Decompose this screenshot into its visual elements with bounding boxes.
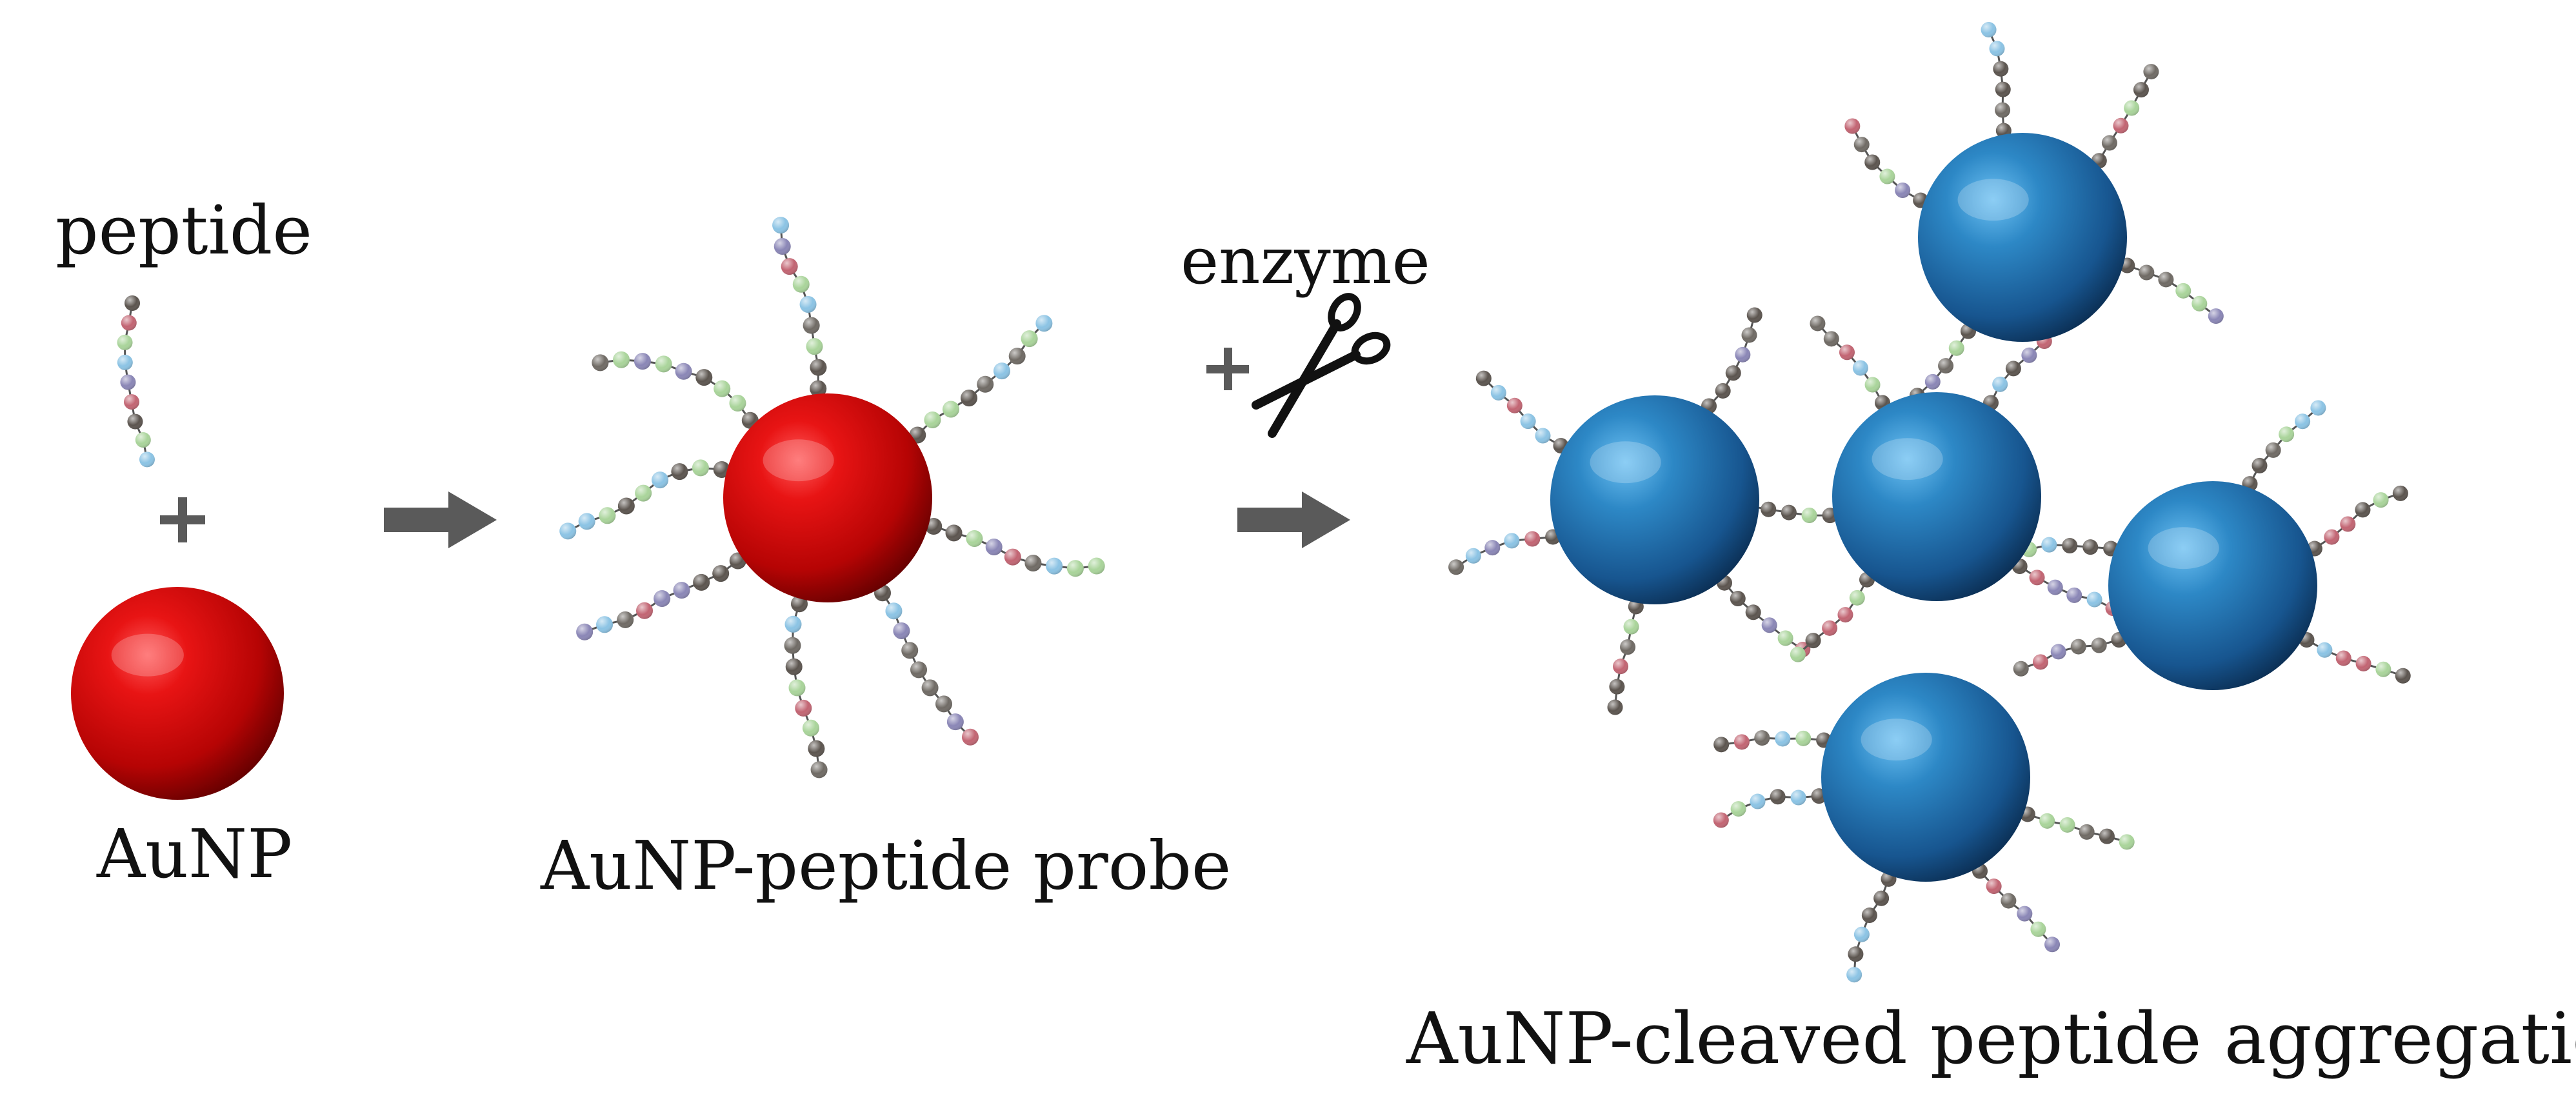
right-arrow-icon [1237, 491, 1350, 548]
peptide-chain [784, 595, 828, 779]
peptide-chain [1701, 307, 1762, 414]
peptide-chain [2306, 485, 2408, 557]
peptide-chain [1790, 571, 1875, 662]
gold-nanoparticle-probe [723, 393, 932, 602]
aggregated-nanoparticle [1918, 133, 2127, 342]
right-arrow-icon [384, 491, 497, 548]
peptide-chain [2013, 632, 2127, 677]
gold-nanoparticle [71, 587, 284, 800]
plus-icon [1206, 348, 1249, 390]
peptide-chain [1448, 529, 1561, 575]
peptide-chain [1716, 575, 1811, 658]
peptide-chain [2119, 257, 2224, 324]
peptide-chain [576, 552, 746, 640]
peptide-chain [772, 217, 827, 397]
peptide-chain [1475, 370, 1569, 453]
symbols [160, 293, 1391, 548]
peptide-chain [909, 315, 1053, 444]
scissors-icon [1252, 293, 1391, 438]
aggregated-nanoparticle [1821, 673, 2030, 882]
peptide-chain [559, 459, 730, 540]
peptide-chain [1810, 315, 1890, 411]
aggregated-nanoparticle [2108, 481, 2317, 690]
aunp-label: AuNP [97, 815, 293, 893]
peptide-chain [2001, 537, 2119, 561]
probe-label: AuNP-peptide probe [541, 826, 1232, 905]
aggregated-nanoparticle [1550, 395, 1759, 604]
peptide-chain [874, 584, 979, 746]
peptide-chain [1981, 22, 2012, 139]
nanoparticles [71, 133, 2317, 882]
peptide-chain [1844, 118, 1929, 208]
peptide-chain [1972, 863, 2061, 953]
aggregated-nanoparticle [1832, 392, 2041, 601]
enzyme-label: enzyme [1181, 223, 1430, 299]
peptide-chains [117, 22, 2411, 983]
peptide-chain [1846, 871, 1897, 983]
peptide-chain [1713, 730, 1832, 753]
peptide-chain [1607, 599, 1644, 715]
peptide-chain [1713, 788, 1827, 828]
peptide-chain [2019, 806, 2135, 850]
peptide-chain [592, 351, 759, 429]
peptide-chain [2091, 64, 2159, 169]
plus-icon [160, 497, 205, 542]
peptide-chain [2299, 632, 2411, 684]
peptide-chain [2242, 400, 2326, 492]
peptide-label: peptide [55, 191, 312, 270]
peptide-chain [925, 517, 1105, 577]
peptide-chain [2012, 558, 2121, 617]
peptide-chain [117, 295, 155, 468]
aggregation-label: AuNP-cleaved peptide aggregation [1406, 997, 2576, 1080]
